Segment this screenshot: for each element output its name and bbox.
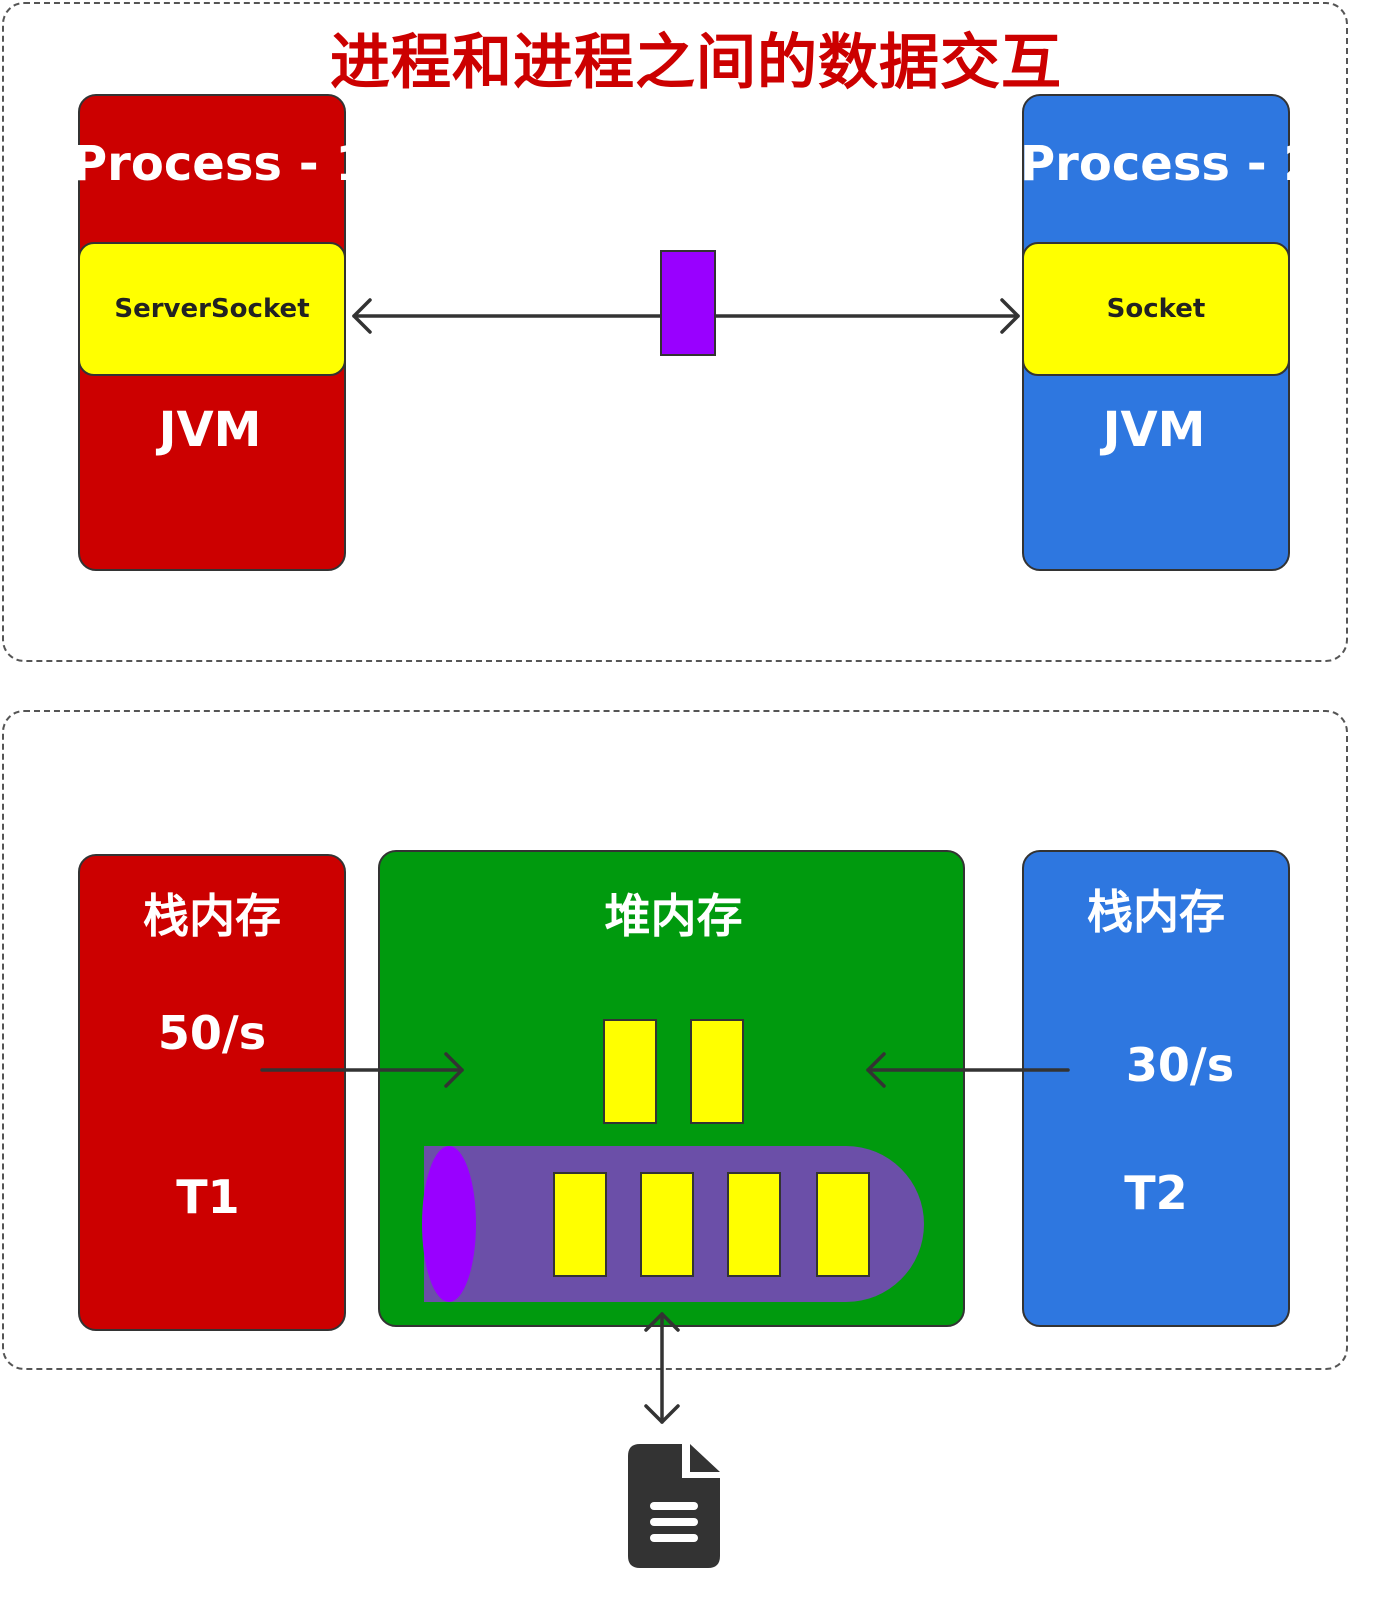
pending-data-block	[690, 1019, 744, 1124]
process-2-runtime: JVM	[1102, 402, 1206, 458]
queue-data-block	[553, 1172, 607, 1277]
data-packet	[660, 250, 716, 356]
arrowhead-down	[644, 1404, 680, 1424]
arrowhead-up	[644, 1312, 680, 1332]
server-socket-box: ServerSocket	[78, 242, 346, 376]
socket-box: Socket	[1022, 242, 1290, 376]
queue-cap	[422, 1146, 476, 1302]
left-stack-rate: 50/s	[157, 1006, 267, 1060]
right-thread-label: T2	[1124, 1166, 1188, 1220]
heap-title: 堆内存	[604, 889, 743, 943]
left-stack-memory-box: 栈内存 50/s T1	[78, 854, 346, 1331]
arrowhead-left	[866, 1052, 886, 1088]
left-stack-title: 栈内存	[143, 889, 281, 943]
process-1-title: Process - 1	[72, 136, 369, 192]
thread-interaction-panel	[2, 710, 1348, 1370]
queue-data-block	[640, 1172, 694, 1277]
right-stack-title: 栈内存	[1087, 885, 1225, 939]
process-interaction-panel	[2, 2, 1348, 662]
diagram-title: 进程和进程之间的数据交互	[330, 28, 1062, 98]
document-icon	[628, 1444, 720, 1568]
right-stack-memory-box: 栈内存 30/s T2	[1022, 850, 1290, 1327]
arrowhead-left	[352, 298, 372, 334]
left-thread-label: T1	[176, 1170, 240, 1224]
arrowhead-right	[444, 1052, 464, 1088]
process-1-runtime: JVM	[158, 402, 262, 458]
queue-data-block	[727, 1172, 781, 1277]
process-2-title: Process - 2	[1020, 136, 1317, 192]
queue-data-block	[816, 1172, 870, 1277]
right-stack-rate: 30/s	[1125, 1038, 1235, 1092]
process-1-box: Process - 1 JVM	[72, 94, 369, 571]
arrowhead-right	[1000, 298, 1020, 334]
pending-data-block	[603, 1019, 657, 1124]
